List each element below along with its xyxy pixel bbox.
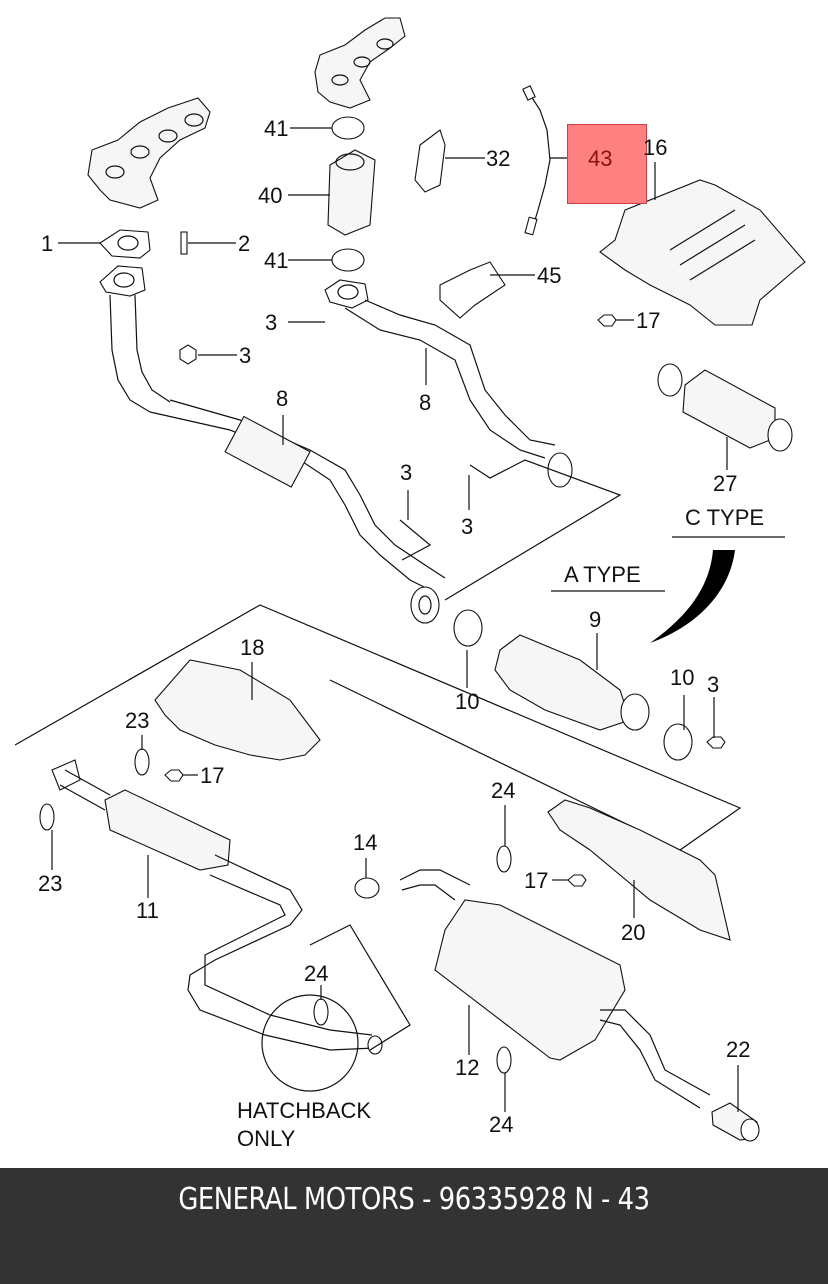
callout-14[interactable]: 14 — [353, 830, 378, 855]
gasket-41-lower — [331, 248, 365, 272]
bracket-32 — [414, 129, 446, 193]
hanger-23-lower — [39, 803, 55, 831]
callout-8[interactable]: 8 — [419, 390, 432, 415]
type-arrow — [650, 550, 735, 643]
callout-41[interactable]: 41 — [264, 248, 289, 273]
callout-27[interactable]: 27 — [713, 471, 738, 496]
callout-10[interactable]: 10 — [455, 689, 480, 714]
hatchback-only-note: HATCHBACK ONLY — [237, 1098, 372, 1151]
nut-17-right — [567, 874, 587, 887]
front-pipe-8 — [149, 399, 446, 624]
callout-17[interactable]: 17 — [200, 763, 225, 788]
exhaust-parts-diagram: 1 2 3 3 3 3 3 3 8 8 9 10 10 11 12 14 16 … — [14, 17, 806, 1151]
callout-3[interactable]: 3 — [400, 460, 413, 485]
callout-23[interactable]: 23 — [38, 871, 63, 896]
callout-24[interactable]: 24 — [491, 778, 516, 803]
clamp-14 — [354, 877, 380, 899]
nut-17-left — [164, 769, 184, 782]
callout-22[interactable]: 22 — [726, 1037, 751, 1062]
callout-43-highlighted[interactable]: 43 — [588, 146, 613, 171]
callout-8[interactable]: 8 — [276, 386, 289, 411]
oxygen-sensor-43 — [522, 85, 551, 236]
a-type-label: A TYPE — [564, 562, 641, 587]
stud-2 — [180, 231, 188, 255]
exhaust-manifold-left — [87, 97, 211, 209]
callout-16[interactable]: 16 — [643, 135, 668, 160]
callout-45[interactable]: 45 — [537, 263, 562, 288]
diagram-drawing — [14, 17, 806, 1142]
hatchback-circle — [261, 994, 359, 1092]
footer-bar: GENERAL MOTORS - 96335928 N - 43 — [0, 1168, 828, 1284]
catalytic-converter-40 — [327, 149, 376, 236]
hanger-24-lower — [496, 1046, 512, 1074]
heat-shield-18 — [154, 659, 321, 761]
heat-shield-20 — [547, 799, 731, 941]
callout-41[interactable]: 41 — [264, 116, 289, 141]
exhaust-manifold-right — [314, 17, 406, 109]
callout-12[interactable]: 12 — [455, 1055, 480, 1080]
nut-3 — [179, 344, 197, 365]
rear-muffler-12 — [399, 869, 711, 1109]
tail-pipe-tip-22 — [711, 1102, 760, 1142]
front-pipe-flange — [99, 265, 146, 297]
callout-18[interactable]: 18 — [240, 635, 265, 660]
flange-front-pipe-right — [324, 279, 369, 309]
callout-1[interactable]: 1 — [41, 231, 54, 256]
nut-17-upper — [597, 314, 617, 327]
highlight-box-part-43[interactable] — [567, 124, 647, 204]
callout-17[interactable]: 17 — [636, 308, 661, 333]
hanger-24-upper — [496, 845, 512, 873]
bracket-45 — [439, 261, 506, 319]
callout-24[interactable]: 24 — [489, 1112, 514, 1137]
part-info-caption: GENERAL MOTORS - 96335928 N - 43 — [178, 1182, 650, 1217]
callout-17[interactable]: 17 — [524, 868, 549, 893]
nut-3-lower-right — [706, 736, 726, 749]
callout-3[interactable]: 3 — [461, 514, 474, 539]
callout-40[interactable]: 40 — [258, 183, 283, 208]
heat-shield-16 — [599, 179, 806, 326]
callout-24[interactable]: 24 — [304, 961, 329, 986]
muffler-27-c-type — [657, 363, 793, 452]
callout-9[interactable]: 9 — [589, 607, 602, 632]
callout-23[interactable]: 23 — [125, 708, 150, 733]
hanger-23-upper — [134, 748, 150, 776]
callout-20[interactable]: 20 — [621, 920, 646, 945]
intermediate-muffler-11 — [51, 759, 383, 1055]
callout-3[interactable]: 3 — [239, 343, 252, 368]
hanger-24-hatchback — [313, 998, 329, 1026]
callout-3[interactable]: 3 — [707, 672, 720, 697]
gasket-41-upper — [331, 116, 365, 140]
callout-11[interactable]: 11 — [136, 898, 159, 923]
callout-2[interactable]: 2 — [238, 231, 251, 256]
callout-10[interactable]: 10 — [670, 665, 695, 690]
catalytic-converter-9 — [453, 609, 693, 761]
leader-lines — [51, 127, 739, 1112]
gasket-1 — [99, 229, 151, 259]
callout-32[interactable]: 32 — [486, 146, 511, 171]
c-type-label: C TYPE — [685, 505, 765, 530]
callout-3[interactable]: 3 — [265, 310, 278, 335]
